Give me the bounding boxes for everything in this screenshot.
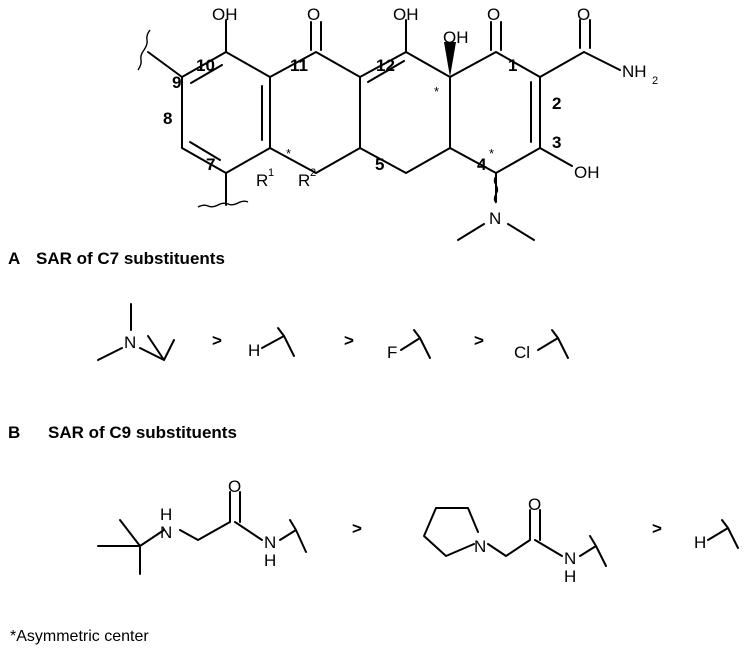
- rank-operator: >: [212, 331, 222, 350]
- asymmetric-center-marker-c4: *: [489, 146, 494, 161]
- amide-bonds: [539, 19, 621, 78]
- c3-hydroxyl-label: OH: [574, 163, 600, 182]
- position-10-label: 10: [196, 56, 215, 75]
- carbonyl-oxygen-label: O: [528, 495, 541, 514]
- rank-operator: >: [344, 331, 354, 350]
- asymmetric-center-marker-c12a: *: [434, 84, 439, 99]
- c1-carbonyl-bond: [490, 21, 502, 51]
- c7-squiggle-mark: [197, 200, 249, 208]
- r2-label: R: [298, 171, 310, 190]
- position-5-label: 5: [375, 155, 384, 174]
- tert-butylglycylamido-group: H N O N H: [97, 477, 307, 575]
- c3-oh-bond: [539, 147, 573, 167]
- ring-b-bonds: [359, 51, 451, 174]
- hydrogen-group: H: [694, 519, 739, 552]
- position-3-label: 3: [552, 133, 561, 152]
- position-7-label: 7: [206, 155, 215, 174]
- r2-superscript-label: 2: [310, 167, 316, 179]
- chlorine-group: Cl: [514, 329, 569, 362]
- pyrrolidine-nitrogen-label: N: [474, 537, 486, 556]
- group-chlorine-label: Cl: [514, 343, 530, 362]
- c1-oxygen-label: O: [487, 5, 500, 24]
- ring-c-bonds: [269, 51, 361, 174]
- c4-squiggle-mark: [493, 175, 499, 204]
- tetracycline-core-structure: OH O OH OH O O NH 2 OH N R 1 R 2 10 11 1…: [137, 5, 658, 241]
- rank-operator: >: [352, 519, 362, 538]
- group-hydrogen-label: H: [694, 533, 706, 552]
- position-11-label: 11: [290, 56, 308, 75]
- amide-nitrogen-label: N: [264, 533, 276, 552]
- section-a-letter: A: [8, 249, 20, 268]
- amine-hydrogen-label: H: [160, 505, 172, 524]
- amide-hydrogen-label: H: [564, 567, 576, 586]
- rank-operator: >: [474, 331, 484, 350]
- position-12-label: 12: [376, 56, 395, 75]
- c11-oxygen-label: O: [307, 5, 320, 24]
- c9-squiggle-mark: [137, 29, 151, 71]
- position-1-label: 1: [508, 56, 517, 75]
- asymmetric-center-footnote: *Asymmetric center: [10, 628, 149, 645]
- section-b-letter: B: [8, 423, 20, 442]
- r1-superscript-label: 1: [268, 167, 274, 179]
- section-b: B SAR of C9 substituents H N O N H > N O…: [8, 423, 739, 586]
- ring-a-bonds: [449, 51, 541, 174]
- amide-nh-label: NH: [622, 62, 647, 81]
- c12-hydroxyl-label: OH: [393, 5, 419, 24]
- ring-b-double-bond: [367, 60, 405, 83]
- dimethylamino-bonds: [457, 223, 535, 241]
- asymmetric-center-marker-c5a: *: [286, 146, 291, 161]
- hydrogen-group: H: [248, 327, 295, 360]
- group-hydrogen-label: H: [248, 341, 260, 360]
- dimethylamino-nitrogen-label: N: [489, 209, 501, 228]
- r1-label: R: [256, 171, 268, 190]
- amide-nitrogen-label: N: [564, 549, 576, 568]
- position-4-label: 4: [477, 155, 487, 174]
- amine-nitrogen-label: N: [160, 523, 172, 542]
- section-a-title: SAR of C7 substituents: [36, 249, 225, 268]
- position-2-label: 2: [552, 94, 561, 113]
- c11-carbonyl-bond: [310, 21, 322, 51]
- section-a: A SAR of C7 substituents N > H > F > Cl: [8, 249, 569, 362]
- section-b-title: SAR of C9 substituents: [48, 423, 237, 442]
- position-9-label: 9: [172, 73, 181, 92]
- amide-subscript-label: 2: [652, 75, 658, 87]
- dimethylamino-group: N: [97, 303, 175, 361]
- group-fluorine-label: F: [387, 343, 397, 362]
- c12a-hydroxyl-label: OH: [443, 28, 469, 47]
- group-nitrogen-label: N: [124, 333, 136, 352]
- c10-hydroxyl-label: OH: [212, 5, 238, 24]
- fluorine-group: F: [387, 329, 431, 362]
- pyrrolidinylglycylamido-group: N O N H: [423, 495, 607, 586]
- rank-operator: >: [652, 519, 662, 538]
- position-8-label: 8: [163, 109, 172, 128]
- carbonyl-oxygen-label: O: [228, 477, 241, 496]
- amide-hydrogen-label: H: [264, 551, 276, 570]
- amide-oxygen-label: O: [577, 5, 590, 24]
- ring-d-inner-bonds: [189, 64, 263, 161]
- oh-wedge-bond: [444, 42, 456, 77]
- c9-attachment-bond: [147, 51, 183, 78]
